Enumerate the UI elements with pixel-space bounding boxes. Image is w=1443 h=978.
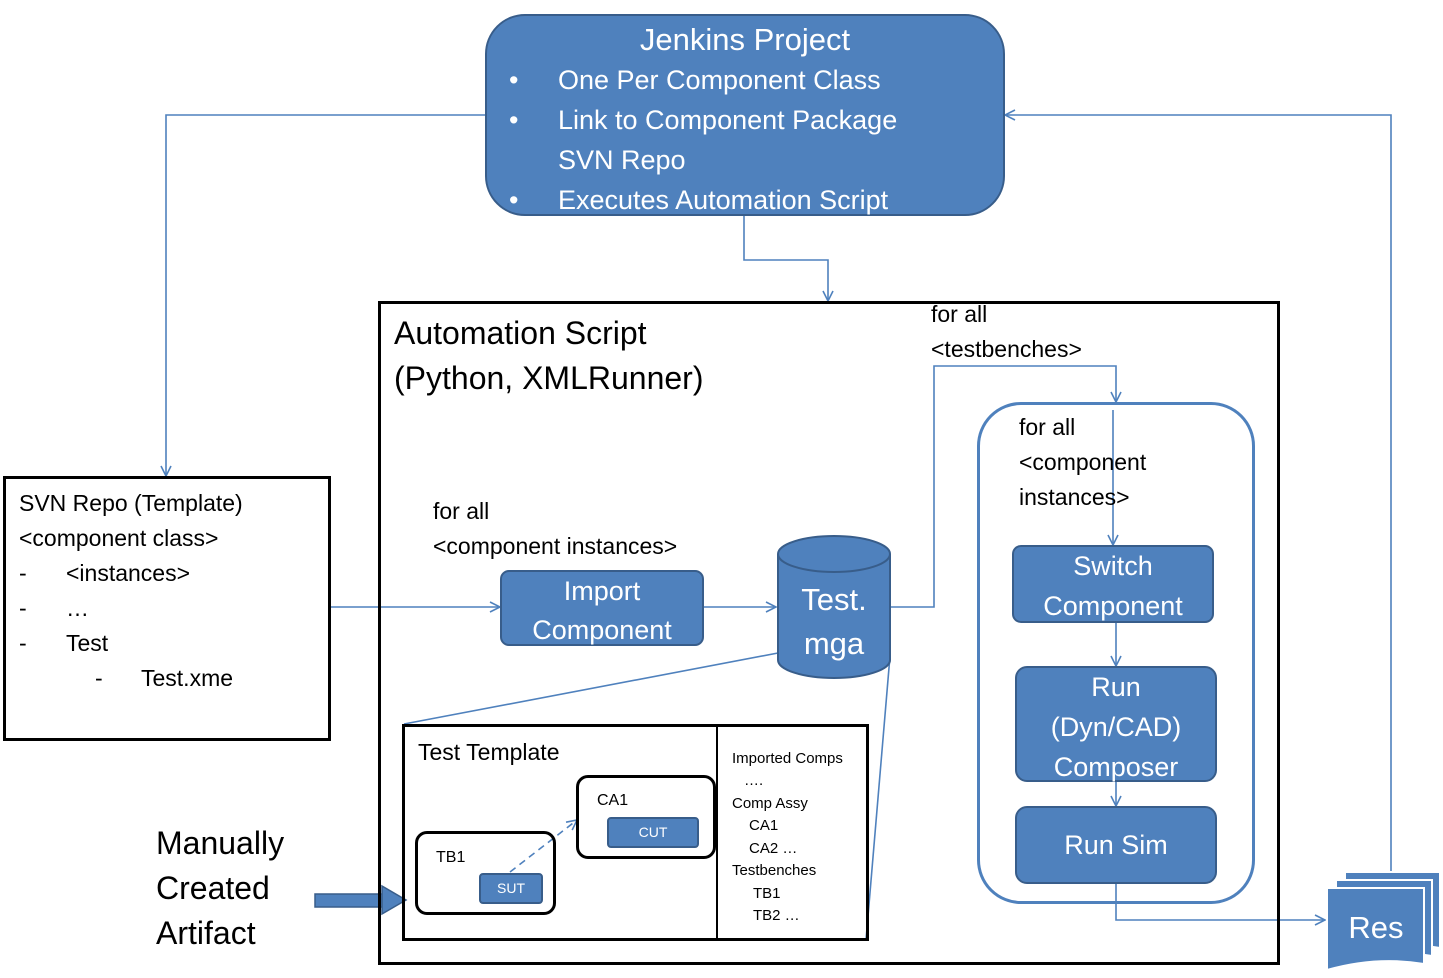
sut-node: SUT [479, 873, 543, 904]
jenkins-bullet-2: Link to Component Package [558, 105, 898, 135]
loop-testbenches-line2: <testbenches> [931, 336, 1082, 362]
jenkins-to-automation-connector [743, 214, 828, 301]
runsim-to-results-connector [1115, 883, 1325, 920]
test-mga-cylinder-shape [777, 535, 891, 679]
svn-item-test: Test [66, 630, 109, 656]
jenkins-to-svn-connector [166, 114, 485, 476]
manual-artifact-line1: Manually [156, 825, 285, 861]
jenkins-bullet-3: SVN Repo [558, 145, 686, 175]
automation-title-line2: (Python, XMLRunner) [394, 360, 704, 396]
test-mga-line2: mga [803, 626, 865, 661]
run-composer-line3: Composer [1053, 752, 1179, 782]
sut-label: SUT [497, 880, 525, 896]
switch-component-node: Switch Component [1012, 545, 1214, 623]
test-template-divider [716, 727, 718, 938]
loop-component-instances-line3: instances> [1019, 484, 1130, 510]
mga-zoom-line-left [403, 652, 779, 725]
svn-item-instances: <instances> [66, 560, 191, 586]
results-label: Res [1348, 910, 1404, 945]
listing-tb1: TB1 [753, 885, 781, 902]
automation-title-line1: Automation Script [394, 315, 647, 351]
listing-ca2: CA2 … [749, 840, 798, 857]
svn-subitem-dash: - [95, 665, 103, 691]
tb1-box [415, 831, 556, 915]
test-template-title: Test Template [418, 739, 560, 765]
import-component-node: Import Component [500, 570, 704, 646]
cut-node: CUT [607, 817, 699, 848]
run-composer-node: Run (Dyn/CAD) Composer [1015, 666, 1217, 782]
sut-to-ca1-dashed-link [509, 820, 577, 873]
manual-artifact-line2: Created [156, 870, 270, 906]
switch-component-line1: Switch [1073, 551, 1153, 581]
listing-ca1: CA1 [749, 817, 779, 834]
test-mga-line1: Test. [801, 582, 867, 617]
mga-zoom-line-right [865, 655, 891, 941]
listing-comp-assy: Comp Assy [732, 795, 808, 812]
tb1-label: TB1 [436, 849, 466, 866]
listing-testbenches: Testbenches [732, 862, 817, 879]
import-component-line2: Component [532, 615, 672, 645]
svn-item-dash: - [19, 630, 27, 656]
listing-tb2: TB2 … [753, 907, 800, 924]
jenkins-bullet-1: One Per Component Class [558, 65, 881, 95]
jenkins-project-title: Jenkins Project [639, 22, 851, 57]
listing-ellipsis: …. [744, 772, 764, 789]
test-template-box [402, 724, 869, 941]
bullet-icon: • [509, 105, 519, 135]
bullet-icon: • [509, 65, 519, 95]
loop-instances-line2: <component instances> [433, 533, 678, 559]
ca1-label: CA1 [597, 792, 629, 809]
bullet-icon: • [509, 185, 519, 215]
ca1-box [576, 775, 716, 859]
results-document-stack [1326, 871, 1441, 972]
svn-item-dash: - [19, 595, 27, 621]
svn-repo-box [3, 476, 331, 741]
switch-component-line2: Component [1043, 591, 1183, 621]
loop-instances-line1: for all [433, 498, 490, 524]
loop-component-instances-line2: <component [1019, 449, 1147, 475]
cut-label: CUT [638, 824, 668, 840]
svn-subitem-test-xme: Test.xme [141, 665, 234, 691]
run-sim-label: Run Sim [1064, 830, 1168, 860]
jenkins-project-node: Jenkins Project • One Per Component Clas… [485, 14, 1005, 216]
run-sim-node: Run Sim [1015, 806, 1217, 884]
automation-script-frame [378, 301, 1280, 965]
manual-artifact-line3: Artifact [156, 915, 256, 951]
svn-item-dash: - [19, 560, 27, 586]
svn-component-class: <component class> [19, 525, 219, 551]
jenkins-bullet-4: Executes Automation Script [558, 185, 889, 215]
mga-to-testbench-loop-connector [890, 365, 1116, 608]
manual-artifact-arrow [314, 884, 408, 916]
loop-component-instances-line1: for all [1019, 414, 1076, 440]
loop-testbenches-line1: for all [931, 301, 988, 327]
results-to-jenkins-connector [1005, 115, 1392, 873]
svn-repo-title: SVN Repo (Template) [19, 490, 243, 516]
run-composer-line1: Run [1091, 672, 1141, 702]
run-composer-line2: (Dyn/CAD) [1050, 712, 1182, 742]
svn-item-ellipsis: … [66, 595, 89, 621]
import-component-line1: Import [563, 576, 641, 606]
listing-imported-comps: Imported Comps [732, 750, 843, 767]
component-instances-loop-container [977, 402, 1255, 904]
